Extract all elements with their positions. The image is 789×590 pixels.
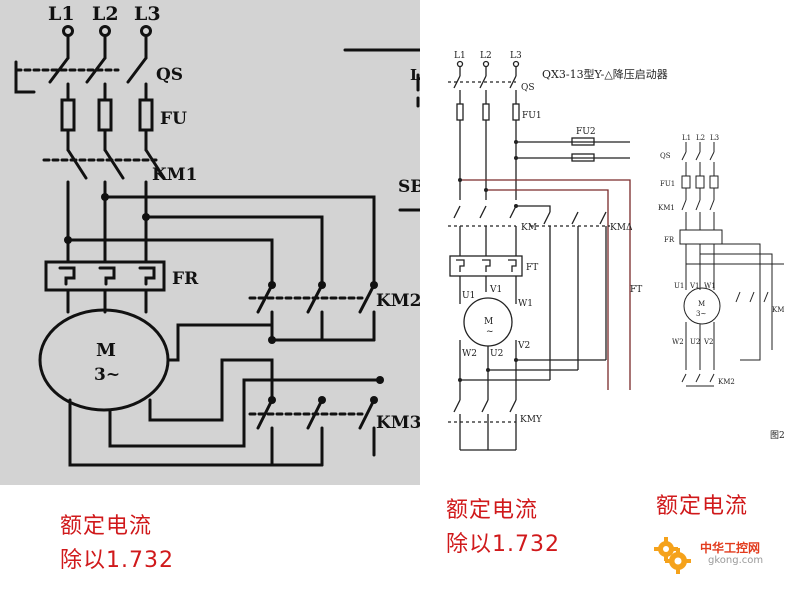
right-diagram-title: QX3-13型Y-△降压启动器 — [542, 67, 668, 81]
right-km-label: KM — [521, 223, 537, 233]
left-qs-label: QS — [156, 65, 183, 85]
left-circuit-svg: L1 L2 L3 QS FU KM1 FR M 3~ KM2 KM3 SB L — [14, 3, 425, 467]
small-u1: U1 — [674, 282, 684, 290]
small-fu1-label: FU1 — [660, 180, 675, 188]
left-phase-l1: L1 — [48, 3, 75, 25]
left-motor-sub: 3~ — [94, 365, 120, 385]
left-phase-l2: L2 — [92, 3, 119, 25]
small-u2: U2 — [690, 338, 700, 346]
left-phase-l3: L3 — [134, 3, 161, 25]
small-v2: V2 — [703, 338, 714, 346]
right-phase-l3: L3 — [510, 51, 522, 61]
small-w1: W1 — [704, 282, 716, 290]
right-ft-side-label: FT — [630, 285, 642, 295]
right-w1: W1 — [518, 299, 533, 309]
watermark-brand: 中华工控网 — [700, 541, 761, 555]
left-caption-line2: 除以1.732 — [60, 548, 174, 573]
right-fu2-label: FU2 — [576, 127, 596, 137]
right-kmy-label: KMY — [520, 415, 543, 425]
left-sb-label: SB — [398, 177, 420, 197]
right-motor-sub: ~ — [486, 327, 494, 337]
small-fr-label: FR — [664, 236, 675, 244]
small-motor-label: M — [698, 300, 705, 308]
left-km3-label: KM3 — [376, 413, 420, 433]
left-circuit-diagram: L1 L2 L3 QS FU KM1 FR M 3~ KM2 KM3 SB L — [0, 0, 425, 485]
small-km2-label: KM2 — [718, 378, 735, 386]
small-fig-label: 图2 — [770, 430, 785, 441]
mid-caption-line1: 额定电流 — [446, 498, 539, 523]
watermark-url: gkong.com — [708, 555, 764, 566]
right-v1: V1 — [489, 285, 502, 295]
right-fu1-label: FU1 — [522, 111, 542, 121]
right-u2: U2 — [490, 349, 503, 359]
right-circuit-diagram: L1 L2 L3 QS FU1 FU2 KM KMΔ FT FT M ~ U1 … — [420, 30, 789, 485]
small-phase-l3: L3 — [710, 134, 719, 142]
left-motor-label: M — [96, 340, 116, 361]
left-km1-label: KM1 — [152, 165, 197, 185]
right-phase-l2: L2 — [480, 51, 492, 61]
left-fu-label: FU — [160, 109, 187, 129]
right-v2: V2 — [517, 341, 530, 351]
right-motor-label: M — [484, 317, 493, 327]
gear-logo-icon — [652, 535, 692, 575]
left-partial-text: L — [410, 66, 420, 84]
caption-area — [0, 485, 789, 590]
small-w2: W2 — [672, 338, 684, 346]
right-ft-label: FT — [526, 263, 538, 273]
right-circuit-svg: L1 L2 L3 QS FU1 FU2 KM KMΔ FT FT M ~ U1 … — [448, 51, 785, 451]
right-caption-line1: 额定电流 — [656, 494, 749, 519]
small-motor-sub: 3~ — [696, 310, 706, 318]
small-phase-l2: L2 — [696, 134, 705, 142]
small-phase-l1: L1 — [682, 134, 691, 142]
small-km1-label: KM1 — [658, 204, 675, 212]
small-v1: V1 — [689, 282, 700, 290]
right-u1: U1 — [462, 291, 475, 301]
left-caption-line1: 额定电流 — [60, 514, 153, 539]
right-kmd-label: KMΔ — [610, 223, 633, 233]
right-qs-label: QS — [521, 83, 535, 93]
small-qs-label: QS — [660, 152, 671, 160]
left-km2-label: KM2 — [376, 291, 420, 311]
small-km-side-label: KM — [772, 306, 784, 314]
left-fr-label: FR — [172, 269, 199, 289]
mid-caption-line2: 除以1.732 — [446, 532, 560, 557]
right-phase-l1: L1 — [454, 51, 466, 61]
right-w2: W2 — [462, 349, 477, 359]
